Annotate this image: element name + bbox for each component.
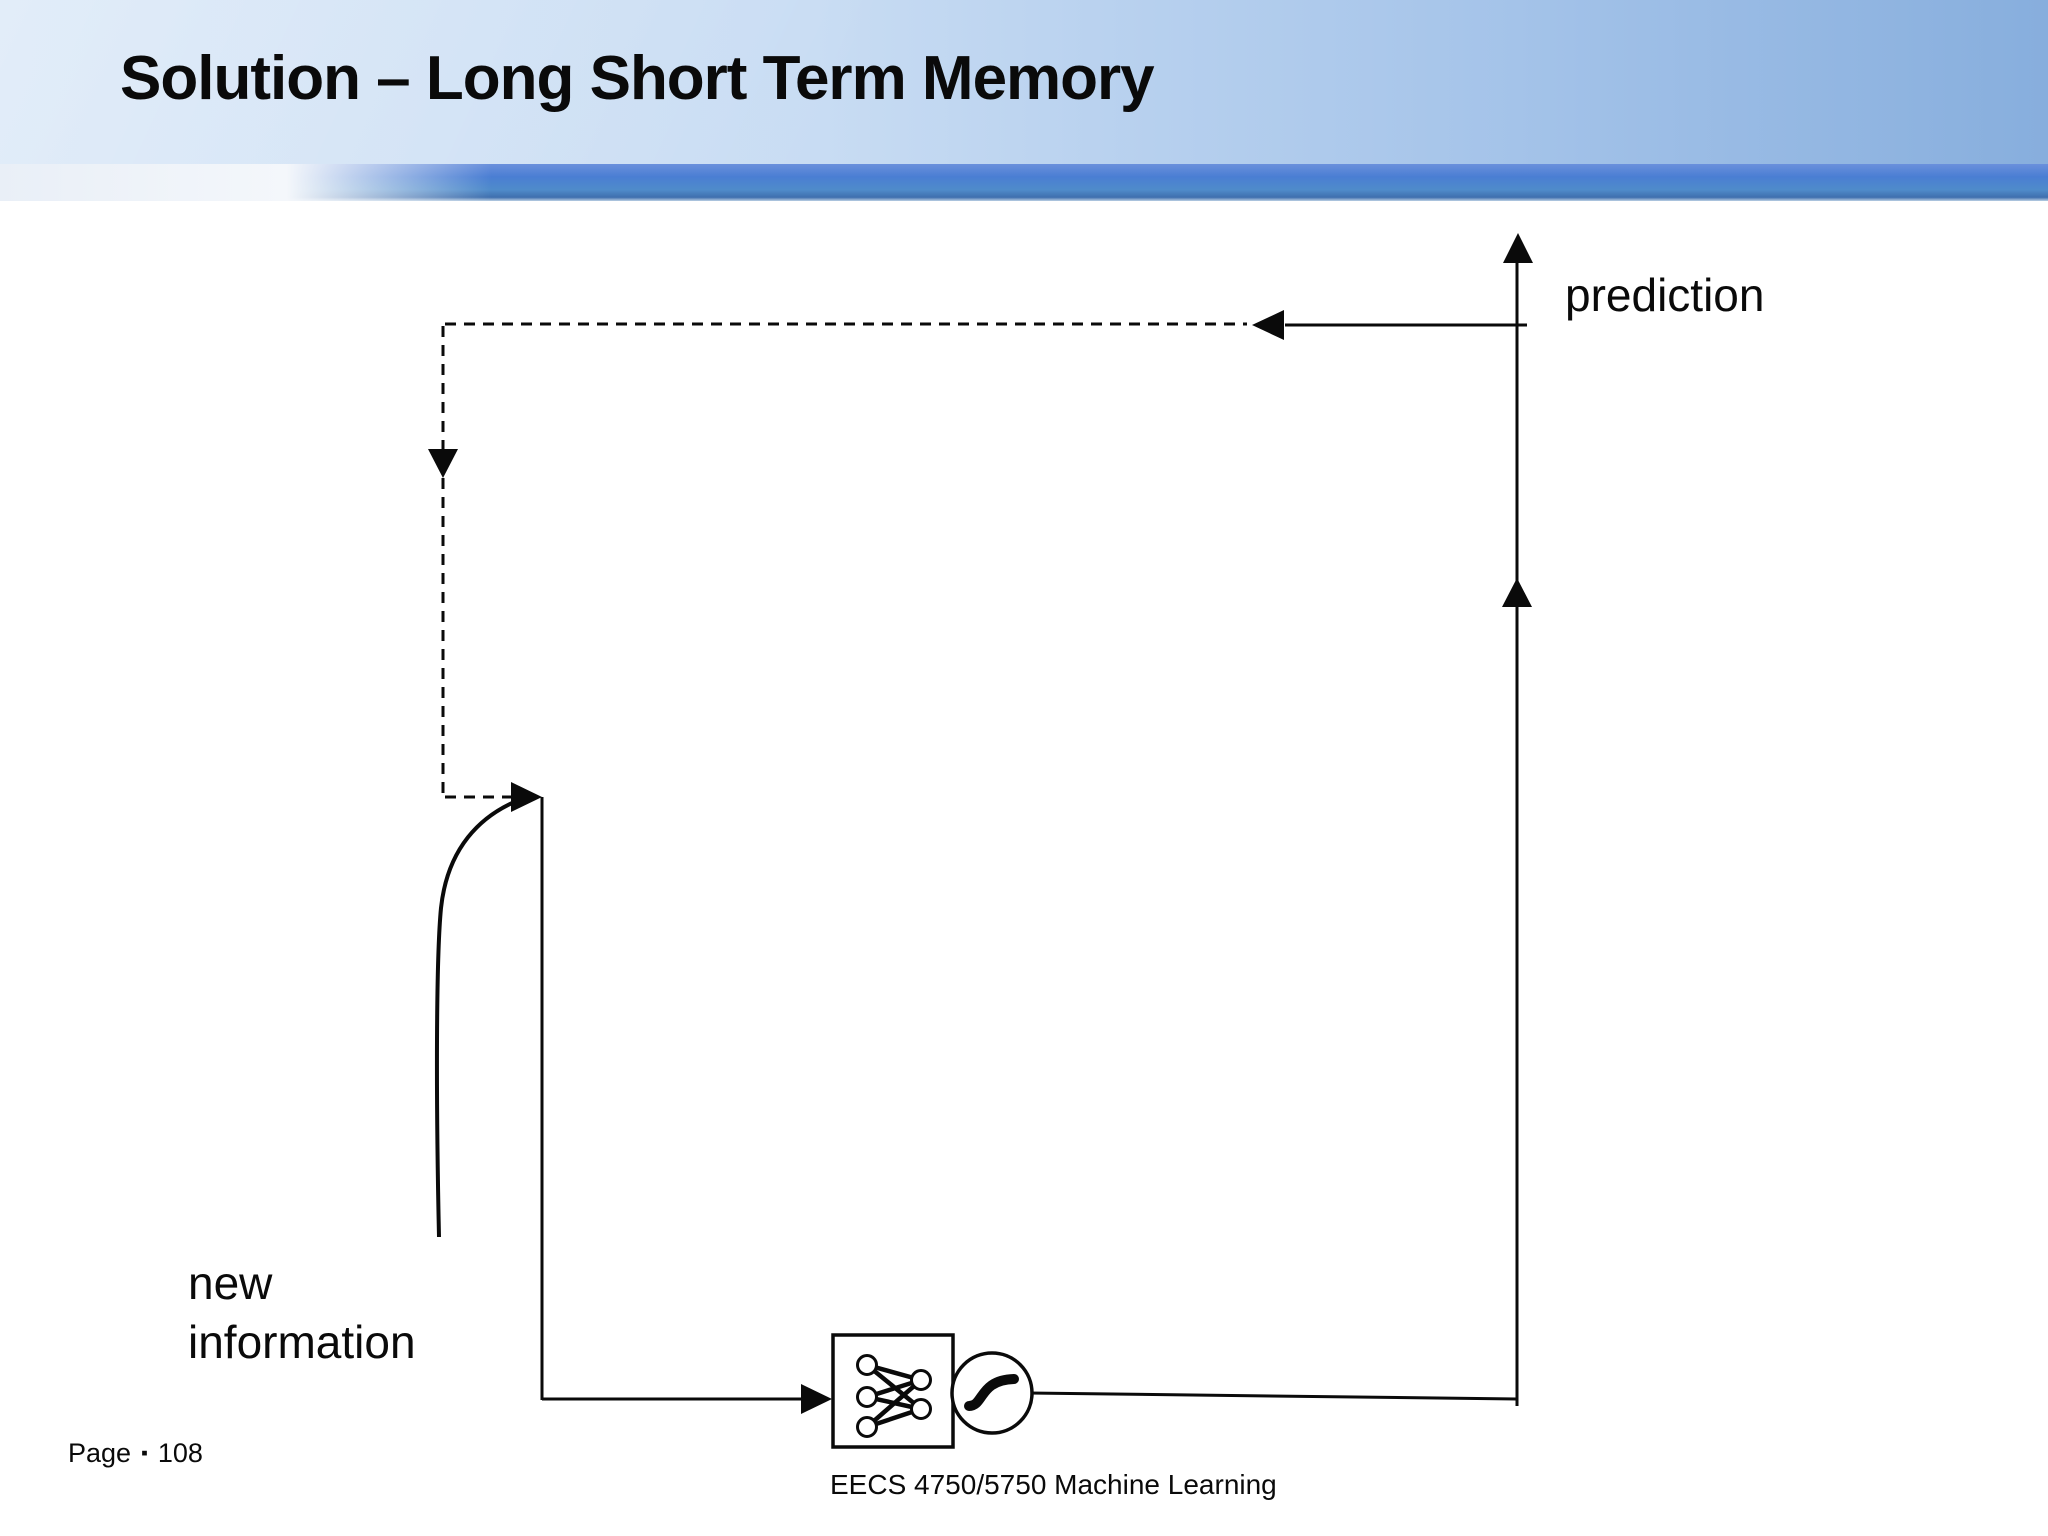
new-information-line1: new (188, 1257, 273, 1309)
prediction-label: prediction (1565, 269, 1765, 321)
slide-header-band (0, 0, 2048, 166)
page-label: Page (68, 1438, 132, 1468)
page-number: 108 (157, 1438, 203, 1468)
neural-network-icon (831, 1333, 955, 1449)
input-junction-arrowhead-icon (511, 782, 542, 812)
sigmoid-icon (950, 1351, 1034, 1435)
input-path (540, 797, 802, 1401)
new-information-label: new information (188, 1254, 416, 1372)
output-mid-arrowhead-icon (1502, 578, 1532, 607)
page-number-footer: Page ▪ 108 (68, 1438, 203, 1469)
slide-header-stripe (0, 164, 2048, 201)
prediction-arrowhead-icon (1503, 233, 1533, 263)
network-input-arrowhead-icon (801, 1384, 832, 1414)
new-information-curve (434, 794, 531, 1238)
new-information-line2: information (188, 1316, 416, 1368)
slide-title: Solution – Long Short Term Memory (120, 44, 1155, 113)
feedback-dashed-path (441, 322, 1247, 799)
course-footer: EECS 4750/5750 Machine Learning (830, 1469, 1277, 1500)
feedback-down-arrowhead-icon (428, 449, 458, 478)
feedback-left-arrowhead-icon (1252, 310, 1284, 340)
page-bullet-icon: ▪ (141, 1443, 148, 1464)
output-path (1027, 250, 1527, 1406)
